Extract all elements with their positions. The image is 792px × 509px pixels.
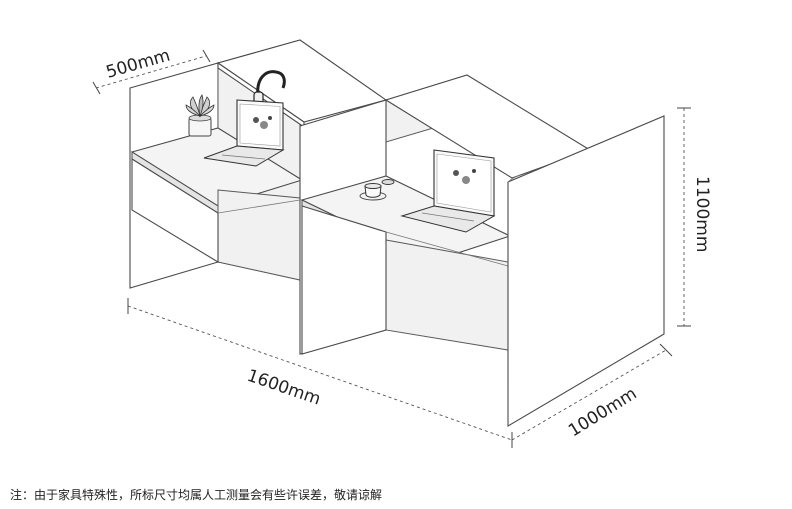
plant-icon — [185, 94, 215, 137]
desk-right — [300, 175, 512, 355]
laptop-icon — [203, 99, 285, 167]
coffee-cup-icon — [359, 183, 387, 201]
depth-label: 500mm — [104, 46, 173, 83]
height-label: 1100mm — [692, 176, 712, 252]
desk-left — [130, 127, 304, 281]
dimension-width-line — [511, 343, 673, 441]
right-end-panel — [507, 115, 665, 427]
length-label: 1600mm — [244, 366, 323, 410]
laptop-icon — [400, 149, 496, 233]
dimension-height-line — [677, 107, 691, 327]
dimension-depth-line — [92, 49, 211, 95]
width-label: 1000mm — [565, 384, 640, 441]
cable-grommet — [381, 179, 395, 185]
disclaimer-note: 注：由于家具特殊性，所标尺寸均属人工测量会有些许误差，敬请谅解 — [10, 488, 383, 502]
